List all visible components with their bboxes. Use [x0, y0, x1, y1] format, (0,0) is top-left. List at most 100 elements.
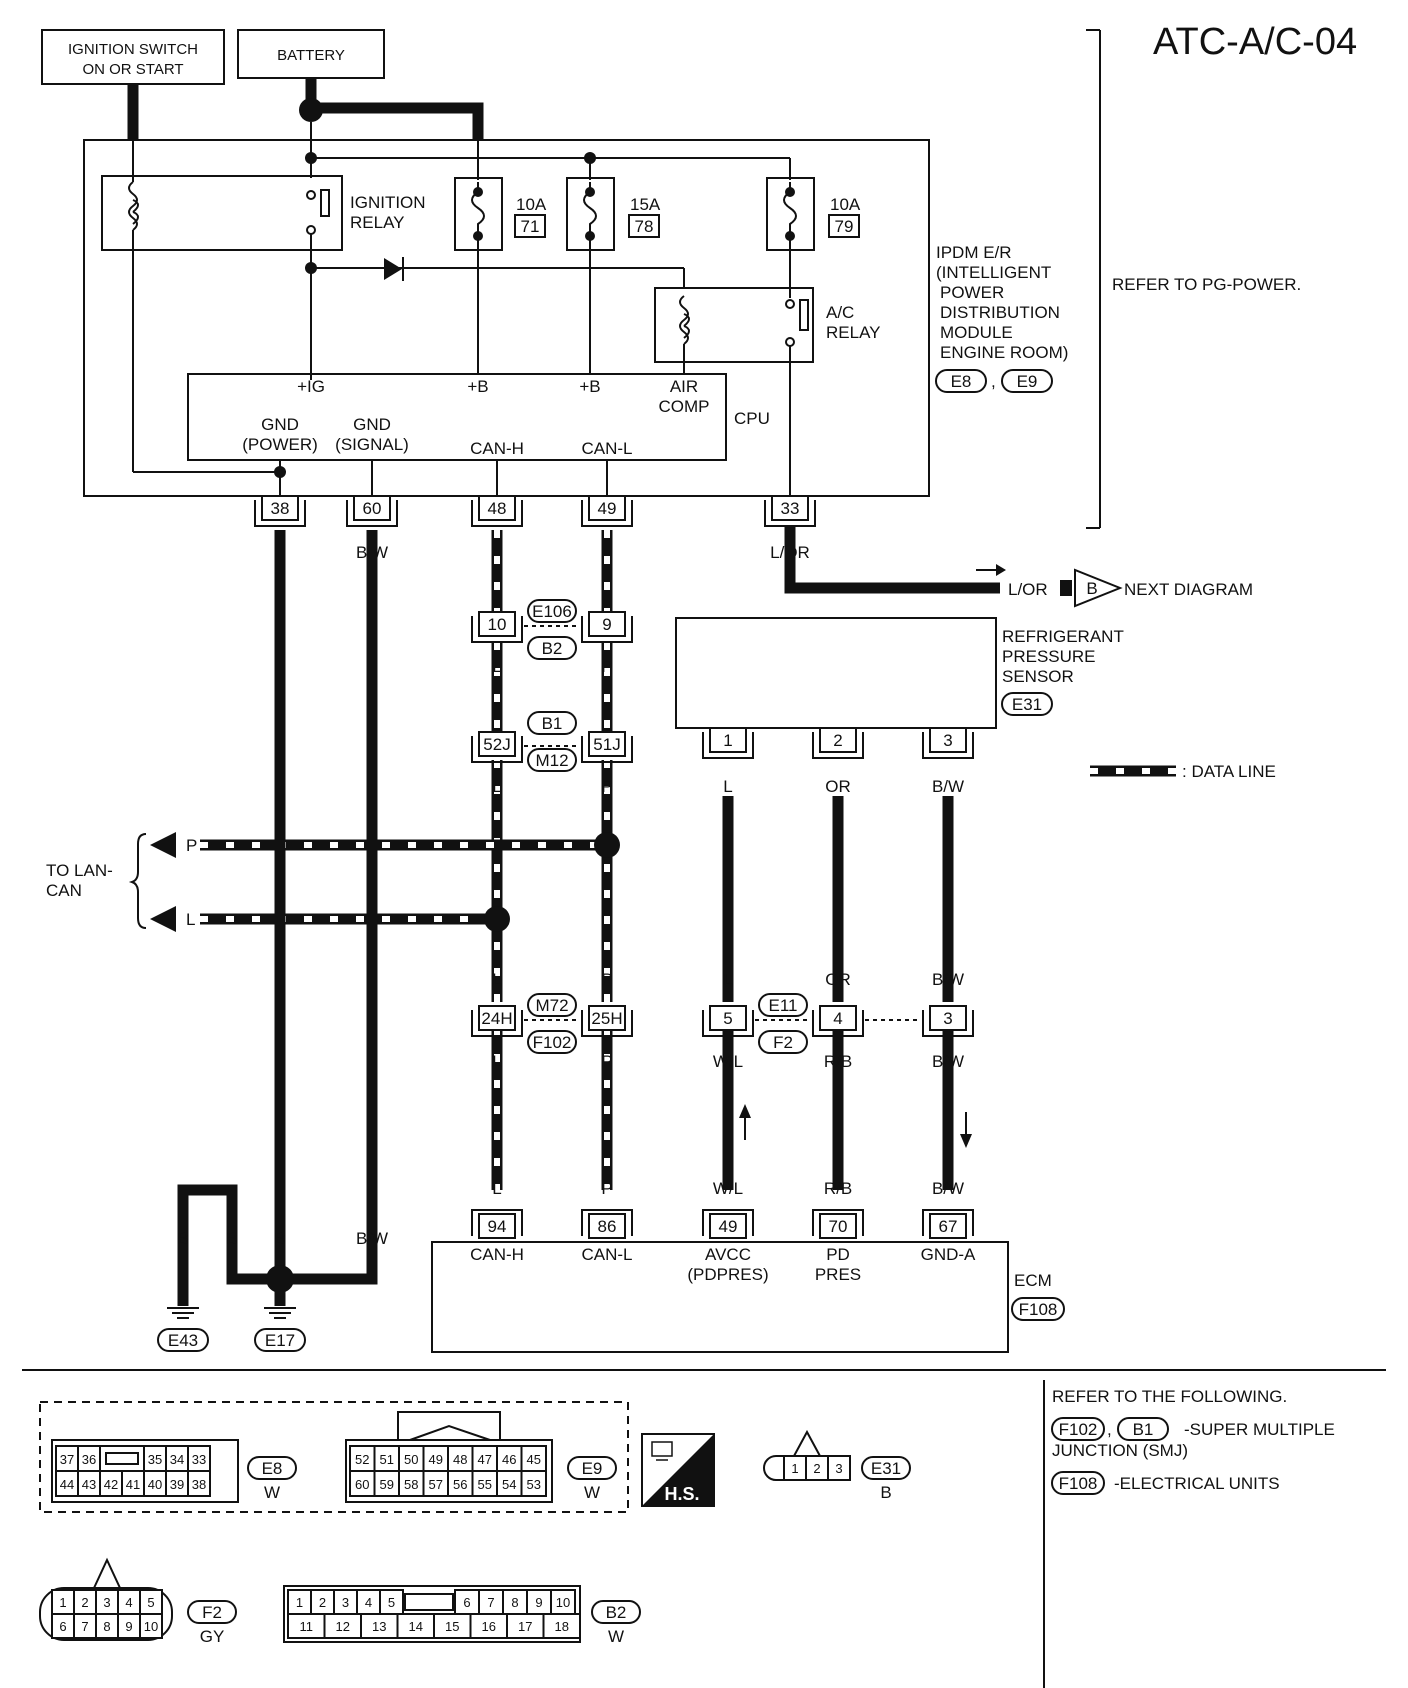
e31-label [861, 1456, 911, 1480]
pin-cell: 16 [482, 1619, 496, 1634]
lan-p-arrow-icon [150, 832, 176, 858]
ignition-switch-label-2: ON OR START [82, 61, 183, 78]
joint3-color-top: P [601, 970, 612, 989]
pin-number: 24H [481, 1009, 512, 1028]
e8-housing [51, 1439, 239, 1503]
pin-cell: 10 [144, 1619, 158, 1634]
ipdm-pin-60: 60 [346, 495, 398, 527]
ground-loop-wire [177, 1184, 280, 1286]
refer-pg-power: REFER TO PG-POWER. [1112, 275, 1301, 294]
e9-label-text: E9 [582, 1459, 603, 1478]
pin-number: 10 [488, 615, 507, 634]
ignition-relay-box [101, 175, 343, 251]
joint4-conn-e11-text: E11 [769, 996, 798, 1015]
joint-e11-pin-5: 5 [702, 1005, 754, 1037]
cpu-b1-label: +B [467, 377, 488, 396]
ecm-wire-color: L [492, 1179, 501, 1198]
ecm-box [431, 1241, 1009, 1353]
data-line-legend-text: : DATA LINE [1182, 762, 1276, 781]
joint4-color-top: OR [825, 970, 851, 989]
pin-cell: 44 [60, 1477, 74, 1492]
canl-junction-dot [594, 832, 620, 858]
ecm-connector-f108 [1011, 1297, 1065, 1321]
pin-cell: 13 [372, 1619, 386, 1634]
pin-number: 9 [602, 615, 611, 634]
joint3-conn-f102 [527, 1030, 577, 1054]
sensor-pin-2: 2 [812, 727, 864, 759]
pin-cell: 10 [556, 1595, 570, 1610]
ac-relay-label-1: A/C [826, 303, 854, 322]
diagram-title: ATC-A/C-04 [1153, 21, 1357, 63]
joint4-color-top: L [723, 970, 732, 989]
svg-text:MODULE: MODULE [940, 323, 1013, 342]
e9-label [567, 1456, 617, 1480]
joint3-conn-m72 [527, 993, 577, 1017]
pin-number: 49 [719, 1217, 738, 1236]
cpu-canh-label: CAN-H [470, 439, 524, 458]
battery-label: BATTERY [277, 47, 345, 64]
f2-latch [92, 1557, 122, 1589]
bw-ground-wire [280, 530, 378, 1285]
joint4-conn-e11 [758, 993, 808, 1017]
pin-cell: 9 [535, 1595, 542, 1610]
pin-cell: 11 [300, 1619, 314, 1634]
ignition-switch-label-1: IGNITION SWITCH [68, 41, 198, 58]
svg-text:IPDM E/R: IPDM E/R [936, 243, 1012, 262]
pin-number: 4 [833, 1009, 842, 1028]
pin-cell: 37 [60, 1452, 74, 1467]
svg-text:B/W: B/W [356, 1229, 388, 1248]
svg-text:F108: F108 [1059, 1474, 1098, 1493]
svg-text:JUNCTION (SMJ): JUNCTION (SMJ) [1052, 1441, 1188, 1460]
fuse-71: 10A 71 [454, 177, 547, 251]
joint1-color: L [492, 657, 501, 676]
lan-can-text-1: TO LAN- [46, 861, 113, 880]
pin-cell: 9 [125, 1619, 132, 1634]
svg-text:B: B [177, 1229, 188, 1248]
ground-connector-e17 [254, 1328, 306, 1352]
joint4-color-bottom: B/W [932, 1052, 964, 1071]
down-arrow-icon [960, 1134, 972, 1148]
svg-text:-SUPER MULTIPLE: -SUPER MULTIPLE [1184, 1420, 1335, 1439]
pin-cell: 6 [59, 1619, 66, 1634]
ac-relay-contact-icon [799, 299, 809, 331]
pin-number: 67 [939, 1217, 958, 1236]
joint2-conn-m12-text: M12 [535, 751, 568, 770]
pin-number: 1 [723, 731, 732, 750]
joint2-conn-b1 [527, 711, 577, 735]
pin-cell: 60 [355, 1477, 369, 1492]
svg-text:,: , [991, 372, 996, 391]
joint2-conn-m12 [527, 748, 577, 772]
pin-cell: 51 [380, 1452, 394, 1467]
pin-number: 48 [488, 499, 507, 518]
cpu-gnd-power-1: GND [261, 415, 299, 434]
svg-text:E43: E43 [168, 1331, 198, 1350]
pin-number: 33 [781, 499, 800, 518]
svg-text:E31: E31 [1012, 695, 1042, 714]
svg-text:B: B [226, 1229, 237, 1248]
ecm-wire-color: B/W [932, 1179, 964, 1198]
diode-icon [384, 258, 402, 280]
joint3-color-top: L [492, 970, 501, 989]
joint2-conn-b1-text: B1 [542, 714, 563, 733]
next-diagram-label: NEXT DIAGRAM [1124, 580, 1253, 599]
pin-cell: 5 [147, 1595, 154, 1610]
joint3-color-bottom: P [601, 1052, 612, 1071]
svg-text:F102: F102 [1059, 1420, 1098, 1439]
joint3-conn-m72-text: M72 [535, 996, 568, 1015]
fuse-79-amp: 10A [830, 195, 861, 214]
svg-text:ENGINE ROOM): ENGINE ROOM) [940, 343, 1068, 362]
joint2-color: P [601, 777, 612, 796]
svg-text:F108: F108 [1019, 1300, 1058, 1319]
cpu-ig-label: +IG [297, 377, 325, 396]
pin-cell: 49 [429, 1452, 443, 1467]
ignition-relay-contact-icon [320, 189, 330, 217]
ipdm-pin-49: 49 [581, 495, 633, 527]
sensor-wire-color: L [723, 777, 732, 796]
ecm-label: ECM [1014, 1271, 1052, 1290]
svg-text:E9: E9 [1017, 372, 1038, 391]
pin-cell: 35 [148, 1452, 162, 1467]
pin-cell: 59 [380, 1477, 394, 1492]
